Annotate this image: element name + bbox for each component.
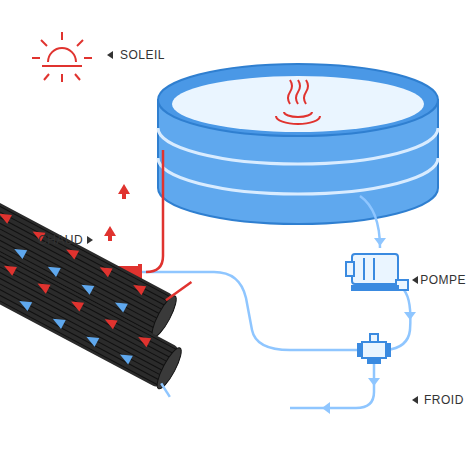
pointer-triangle bbox=[412, 276, 418, 284]
solar-panels bbox=[0, 156, 192, 397]
solar-panel bbox=[0, 226, 192, 397]
pool bbox=[158, 64, 438, 224]
pointer-triangle bbox=[412, 396, 418, 404]
cold-pipe bbox=[140, 196, 410, 408]
pointer-triangle bbox=[87, 236, 93, 244]
callout-label: POMPE bbox=[420, 274, 466, 286]
heat-symbol bbox=[276, 80, 320, 124]
callout-label: CHAUD bbox=[38, 234, 83, 246]
callout-label: FROID bbox=[424, 394, 464, 406]
callout-label: SOLEIL bbox=[120, 49, 165, 61]
pointer-triangle bbox=[107, 51, 113, 59]
pump-icon bbox=[346, 254, 408, 290]
flow-arrow bbox=[322, 238, 416, 414]
valve-icon bbox=[358, 334, 390, 363]
sun-icon bbox=[32, 32, 92, 82]
